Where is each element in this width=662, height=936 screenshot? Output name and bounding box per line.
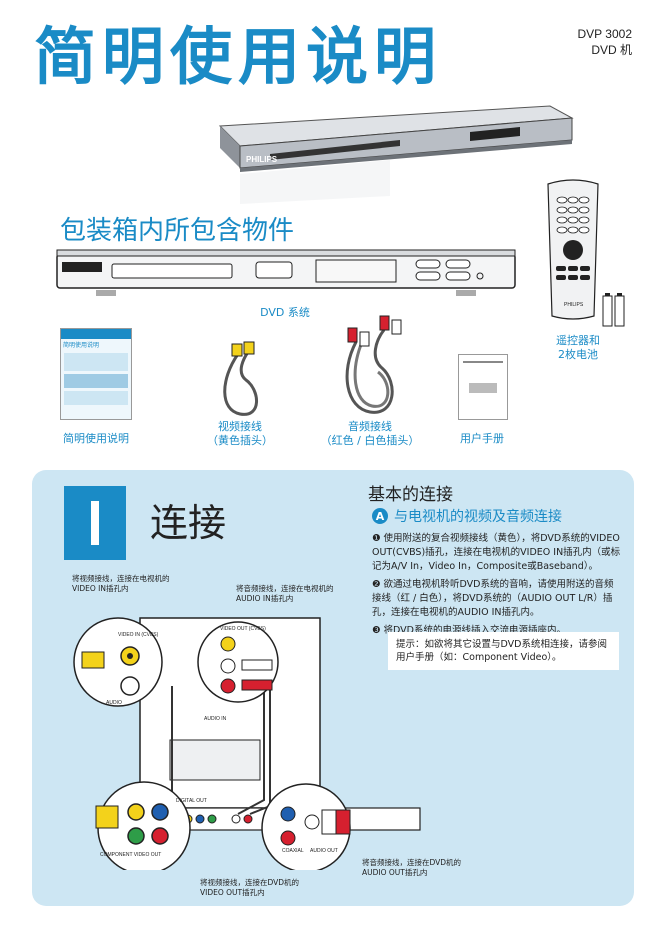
section-number-box xyxy=(64,486,126,560)
battery-icon xyxy=(602,293,625,327)
page-title: 简明使用说明 xyxy=(34,20,443,93)
item-caption-manual: 用户手册 xyxy=(446,432,518,446)
model-info: DVP 3002 DVD 机 xyxy=(578,26,633,58)
hero-brand-text: PHILIPS xyxy=(246,155,278,164)
label-dvd-video: 将视频接线，连接在DVD机的VIDEO OUT插孔内 xyxy=(200,878,300,897)
item-caption-audio-line2: （红色 / 白色插头） xyxy=(320,434,420,447)
coaxial-label: COAXIAL xyxy=(282,848,304,854)
sub-title: A 与电视机的视频及音频连接 xyxy=(372,506,562,526)
audio-cable-image xyxy=(345,315,402,414)
remote-caption-line1: 遥控器和 xyxy=(556,334,600,347)
model-type: DVD 机 xyxy=(591,43,632,57)
dvd-player-hero-image: PHILIPS xyxy=(218,105,574,204)
item-caption-guide: 简明使用说明 xyxy=(56,432,136,446)
digital-out-label: DIGITAL OUT xyxy=(176,798,207,804)
step-2: ❷ 欲通过电视机聆听DVD系统的音响，请使用附送的音频接线（红 / 白色），将D… xyxy=(372,579,614,618)
video-out-label: VIDEO OUT (CVBS) xyxy=(220,626,266,632)
model-number: DVP 3002 xyxy=(577,27,633,41)
dvd-player-front-image xyxy=(56,249,516,296)
basic-connection-title: 基本的连接 xyxy=(368,485,453,505)
quick-guide-image: 简明使用说明 xyxy=(60,328,132,420)
steps-list: ❶ 使用附送的复合视频接线（黄色），将DVD系统的VIDEO OUT(CVBS)… xyxy=(372,532,622,642)
item-caption-audio: 音频接线 （红色 / 白色插头） xyxy=(310,420,430,448)
item-caption-audio-line1: 音频接线 xyxy=(348,420,392,433)
sub-letter-badge: A xyxy=(372,508,388,524)
user-manual-image xyxy=(458,354,508,420)
step-1: ❶ 使用附送的复合视频接线（黄色），将DVD系统的VIDEO OUT(CVBS)… xyxy=(372,533,621,572)
contents-title: 包装箱内所包含物件 xyxy=(60,216,295,246)
step-3: ❸ 将DVD系统的电源线插入交流电源插座内。 xyxy=(372,625,566,636)
label-tv-audio: 将音频接线，连接在电视机的AUDIO IN插孔内 xyxy=(236,584,334,603)
item-caption-video-line2: （黄色插头） xyxy=(207,434,273,447)
label-dvd-audio: 将音频接线，连接在DVD机的AUDIO OUT插孔内 xyxy=(362,858,462,877)
item-caption-guide-line1: 简明使用说明 xyxy=(63,432,129,445)
label-tv-video: 将视频接线，连接在电视机的VIDEO IN插孔内 xyxy=(72,574,170,593)
connection-title: 连接 xyxy=(150,501,227,545)
audio-out-label: AUDIO OUT xyxy=(310,848,338,854)
tip-box: 提示：如欲将其它设置与DVD系统相连接，请参阅用户手册（如：Component … xyxy=(388,632,619,670)
item-caption-manual-line1: 用户手册 xyxy=(460,432,504,445)
item-caption-video: 视频接线 （黄色插头） xyxy=(190,420,290,448)
component-label: COMPONENT VIDEO OUT xyxy=(100,852,161,858)
video-in-label: VIDEO IN (CVBS) xyxy=(118,632,159,638)
dvd-caption: DVD 系统 xyxy=(260,306,310,319)
audio-label: AUDIO xyxy=(106,700,122,706)
remote-brand-text: PHILIPS xyxy=(564,302,584,308)
sub-title-text: 与电视机的视频及音频连接 xyxy=(394,509,562,525)
connection-diagram: VIDEO IN (CVBS) AUDIO VIDEO OUT (CVBS) A… xyxy=(73,617,421,870)
remote-caption-line2: 2枚电池 xyxy=(558,348,598,361)
remote-caption: 遥控器和 2枚电池 xyxy=(534,334,622,362)
audio-in-label: AUDIO IN xyxy=(204,716,227,722)
remote-control-image: PHILIPS xyxy=(547,179,599,320)
item-caption-video-line1: 视频接线 xyxy=(218,420,262,433)
video-cable-image xyxy=(223,341,258,416)
booklet-title: 简明使用说明 xyxy=(63,342,100,349)
